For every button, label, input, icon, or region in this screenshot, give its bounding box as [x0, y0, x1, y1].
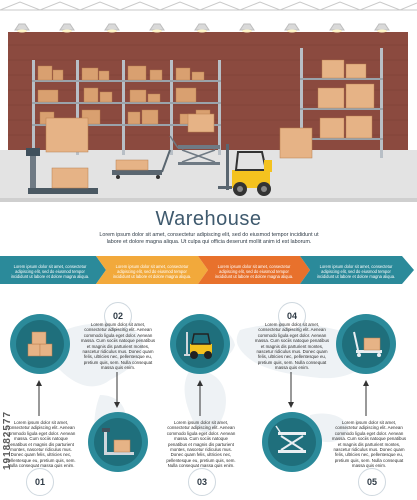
step-1-text: Lorem ipsum dolor sit amet, consectetur … — [6, 420, 76, 469]
lift-table — [169, 135, 220, 165]
platform-scale — [26, 148, 98, 194]
box-stacks — [45, 113, 313, 159]
step-2-text: Lorem ipsum dolor sit amet, consectetur … — [80, 322, 156, 371]
arrow-2 — [96, 256, 208, 284]
shelving-left — [32, 60, 221, 155]
pallet-jack — [112, 149, 171, 179]
scale-icon — [102, 428, 134, 455]
step-2-number: 02 — [104, 302, 132, 330]
arrow-3 — [198, 256, 310, 284]
ceiling-lamps — [14, 23, 390, 33]
step-2-circle — [88, 412, 148, 472]
arrow-up-icon — [36, 380, 42, 416]
arrow-up-icon — [363, 380, 369, 416]
step-5-circle — [336, 314, 396, 374]
intro-text: Lorem ipsum dolor sit amet, consectetur … — [99, 232, 319, 245]
arrow-down-icon — [288, 372, 294, 408]
step-4-circle — [262, 412, 322, 472]
forklift — [218, 144, 272, 196]
page-title: Warehouse — [155, 208, 262, 230]
step-4-number: 04 — [278, 302, 306, 330]
arrow-text-2: Lorem ipsum dolor sit amet, consectetur … — [112, 264, 192, 279]
floor — [0, 150, 417, 198]
arrow-1 — [0, 256, 106, 284]
step-3-number: 03 — [188, 468, 216, 496]
step-1-number: 01 — [26, 468, 54, 496]
arrow-4 — [300, 256, 414, 284]
warehouse-illustration — [0, 0, 417, 205]
step-3-circle — [170, 314, 230, 374]
step-5-text: Lorem ipsum dolor sit amet, consectetur … — [331, 420, 407, 469]
step-5-number: 05 — [358, 468, 386, 496]
arrow-up-icon — [197, 380, 203, 416]
arrow-text-3: Lorem ipsum dolor sit amet, consectetur … — [214, 264, 294, 279]
lift-table-icon — [275, 425, 306, 453]
stock-id-watermark: 191882577 — [2, 410, 13, 470]
forklift-icon — [184, 332, 212, 359]
step-4-text: Lorem ipsum dolor sit amet, consectetur … — [254, 322, 330, 371]
arrow-timeline — [0, 256, 414, 284]
step-3-text: Lorem ipsum dolor sit amet, consectetur … — [166, 420, 236, 469]
pallet-jack-icon — [353, 331, 382, 357]
roof-truss — [0, 1, 417, 11]
arrow-text-1: Lorem ipsum dolor sit amet, consectetur … — [10, 264, 90, 279]
arrow-text-4: Lorem ipsum dolor sit amet, consectetur … — [316, 264, 396, 279]
shelving-right — [300, 48, 383, 158]
arrow-down-icon — [114, 372, 120, 408]
boxes-icon — [27, 331, 53, 357]
step-1-circle — [10, 314, 70, 374]
